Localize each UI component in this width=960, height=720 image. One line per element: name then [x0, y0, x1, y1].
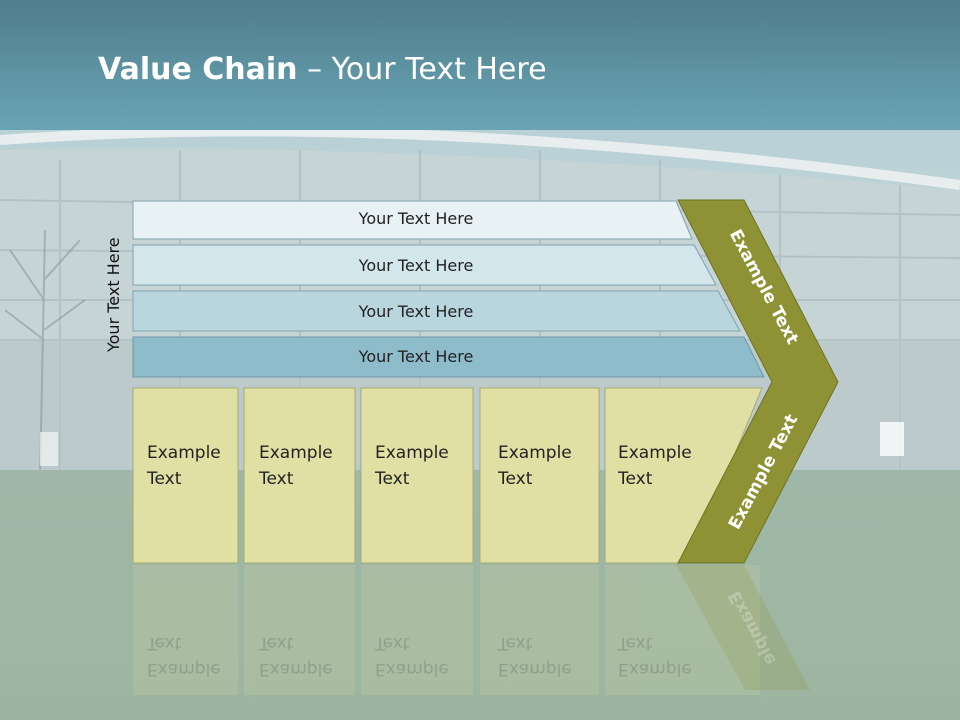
box-5-label: Example Text [618, 443, 692, 489]
bar-3-label: Your Text Here [358, 302, 474, 321]
box-1-reflection: Example Text [147, 633, 221, 679]
bar-1 [132, 200, 693, 240]
bar-2 [132, 244, 717, 286]
box-2 [243, 387, 356, 564]
bar-4 [132, 336, 765, 378]
bar-3 [132, 290, 741, 332]
box-2-label: Example Text [259, 443, 333, 489]
box-3-reflection: Example Text [375, 633, 449, 679]
box-5-reflection: Example Text [618, 633, 692, 679]
title-band [0, 0, 960, 130]
bar-4-label: Your Text Here [358, 347, 474, 366]
box-4-reflection: Example Text [498, 633, 572, 679]
bar-2-label: Your Text Here [358, 256, 474, 275]
box-3 [360, 387, 474, 564]
box-1-label: Example Text [147, 443, 221, 489]
box-2-reflection: Example Text [259, 633, 333, 679]
vertical-label: Your Text Here [104, 237, 123, 352]
box-3-label: Example Text [375, 443, 449, 489]
bar-1-label: Your Text Here [358, 209, 474, 228]
box-4 [479, 387, 600, 564]
chevron-shape [677, 199, 839, 564]
box-4-label: Example Text [498, 443, 572, 489]
box-1 [132, 387, 239, 564]
page-title: Value Chain – Your Text Here [98, 52, 547, 87]
